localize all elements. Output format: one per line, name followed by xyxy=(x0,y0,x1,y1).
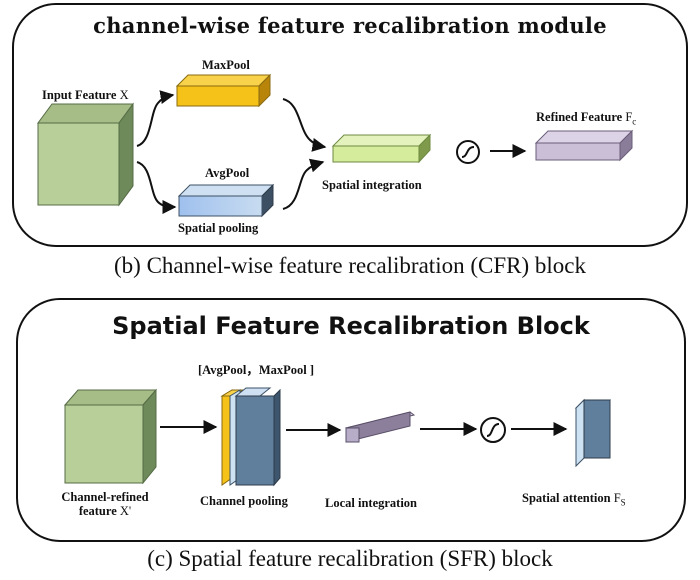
sfr-input-label: Channel-refined feature X' xyxy=(61,490,149,518)
cfr-input-cube xyxy=(37,102,134,207)
cfr-caption: (b) Channel-wise feature recalibration (… xyxy=(114,253,586,278)
sfr-panel: Spatial Feature Recalibration Block xyxy=(16,298,686,542)
arrow-icon xyxy=(136,90,175,147)
sigmoid-icon xyxy=(456,140,480,164)
spatial-integration-bar xyxy=(331,133,432,164)
cfr-input-label: Input Feature X xyxy=(42,88,129,102)
sigmoid-icon xyxy=(480,417,506,443)
maxpool-bar xyxy=(175,73,272,108)
refined-feature-label: Refined Feature Fc xyxy=(536,110,637,127)
cfr-title: channel-wise feature recalibration modul… xyxy=(93,13,607,38)
sfr-title: Spatial Feature Recalibration Block xyxy=(112,312,590,340)
arrow-icon xyxy=(282,98,327,152)
spatial-attention-map xyxy=(574,398,612,468)
channel-pooling-label: Channel pooling xyxy=(200,494,288,508)
sfr-caption: (c) Spatial feature recalibration (SFR) … xyxy=(147,546,553,571)
avgpool-bar xyxy=(177,183,275,218)
avgpool-label: AvgPool xyxy=(205,166,250,180)
pool-bracket-label: [AvgPool，MaxPool ] xyxy=(198,363,315,377)
maxpool-label: MaxPool xyxy=(202,58,250,72)
arrow-icon xyxy=(136,161,177,214)
spatial-integration-label: Spatial integration xyxy=(322,178,422,192)
refined-feature-bar xyxy=(534,129,634,162)
channel-pooling-maps xyxy=(220,387,281,487)
spatial-pooling-label: Spatial pooling xyxy=(178,221,259,235)
arrow-icon xyxy=(282,158,325,210)
spatial-attention-label: Spatial attention FS xyxy=(522,491,626,508)
local-integration-bar xyxy=(344,411,416,443)
sfr-input-cube xyxy=(63,388,158,485)
local-integration-label: Local integration xyxy=(325,496,418,510)
